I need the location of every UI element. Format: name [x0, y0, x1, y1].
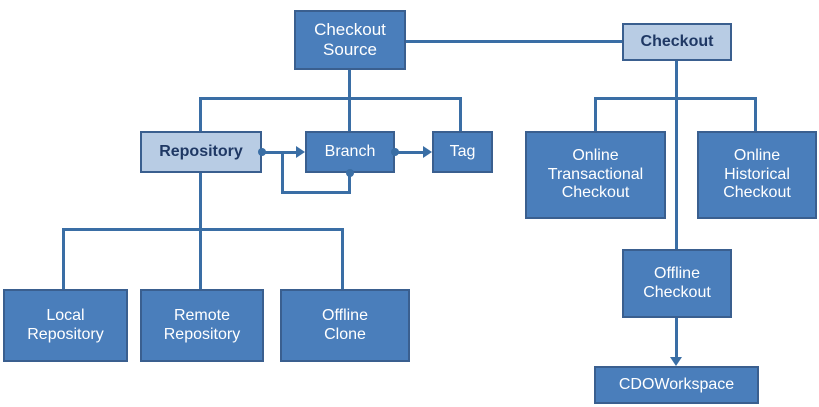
node-repository[interactable]: Repository [140, 131, 262, 173]
edge-bus-to-online-transactional-checkout [594, 97, 597, 131]
node-branch-label: Branch [324, 142, 376, 160]
node-checkout-source-label: Checkout Source [314, 19, 386, 59]
edge-right-bus [594, 97, 757, 100]
edge-repository-lower-bus [62, 228, 344, 231]
node-offline-checkout-label: Offline Checkout [643, 264, 711, 301]
node-branch[interactable]: Branch [305, 131, 395, 173]
edge-branch-to-tag [395, 151, 425, 154]
edge-bus-to-repository [199, 97, 202, 131]
edge-repository-stem [199, 173, 202, 230]
edge-bus-to-online-historical-checkout [754, 97, 757, 131]
edge-left-bus [199, 97, 462, 100]
node-offline-checkout[interactable]: Offline Checkout [622, 249, 732, 318]
edge-branch-to-tag-arrowhead [423, 146, 432, 158]
node-cdoworkspace[interactable]: CDOWorkspace [594, 366, 759, 404]
node-remote-repository-label: Remote Repository [163, 306, 241, 343]
node-online-transactional-checkout[interactable]: Online Transactional Checkout [525, 131, 666, 219]
edge-offline-checkout-to-cdoworkspace [675, 318, 678, 360]
edge-repository-to-branch [262, 151, 298, 154]
edge-branch-self-loop-down [348, 172, 351, 194]
edge-checkout-source-to-checkout [406, 40, 622, 43]
node-online-historical-checkout[interactable]: Online Historical Checkout [697, 131, 817, 219]
node-online-transactional-checkout-label: Online Transactional Checkout [547, 146, 644, 202]
edge-checkout-stem [675, 61, 678, 249]
node-checkout-source[interactable]: Checkout Source [294, 10, 406, 70]
edge-offline-checkout-to-cdoworkspace-arrowhead [670, 357, 682, 366]
node-tag[interactable]: Tag [432, 131, 493, 173]
edge-repository-to-branch-origin-dot [258, 148, 266, 156]
edge-bus-to-local-repository [62, 228, 65, 289]
edge-branch-to-tag-origin-dot [391, 148, 399, 156]
edge-bus-to-branch [348, 97, 351, 131]
edge-bus-to-remote-repository [199, 228, 202, 289]
node-local-repository-label: Local Repository [27, 306, 104, 343]
node-local-repository[interactable]: Local Repository [3, 289, 128, 362]
node-repository-label: Repository [159, 142, 243, 160]
node-checkout[interactable]: Checkout [622, 23, 732, 61]
node-offline-clone-label: Offline Clone [322, 306, 368, 343]
edge-repository-to-branch-arrowhead [296, 146, 305, 158]
node-remote-repository[interactable]: Remote Repository [140, 289, 264, 362]
node-tag-label: Tag [449, 142, 476, 160]
edge-checkout-source-stem [348, 70, 351, 99]
node-online-historical-checkout-label: Online Historical Checkout [723, 146, 791, 202]
node-checkout-label: Checkout [640, 32, 714, 50]
node-cdoworkspace-label: CDOWorkspace [618, 375, 735, 393]
edge-branch-self-loop-origin-dot [346, 169, 354, 177]
edge-bus-to-tag [459, 97, 462, 131]
edge-bus-to-offline-clone [341, 228, 344, 289]
edge-branch-self-loop-up [281, 151, 284, 194]
node-offline-clone[interactable]: Offline Clone [280, 289, 410, 362]
edge-branch-self-loop-bottom [281, 191, 351, 194]
